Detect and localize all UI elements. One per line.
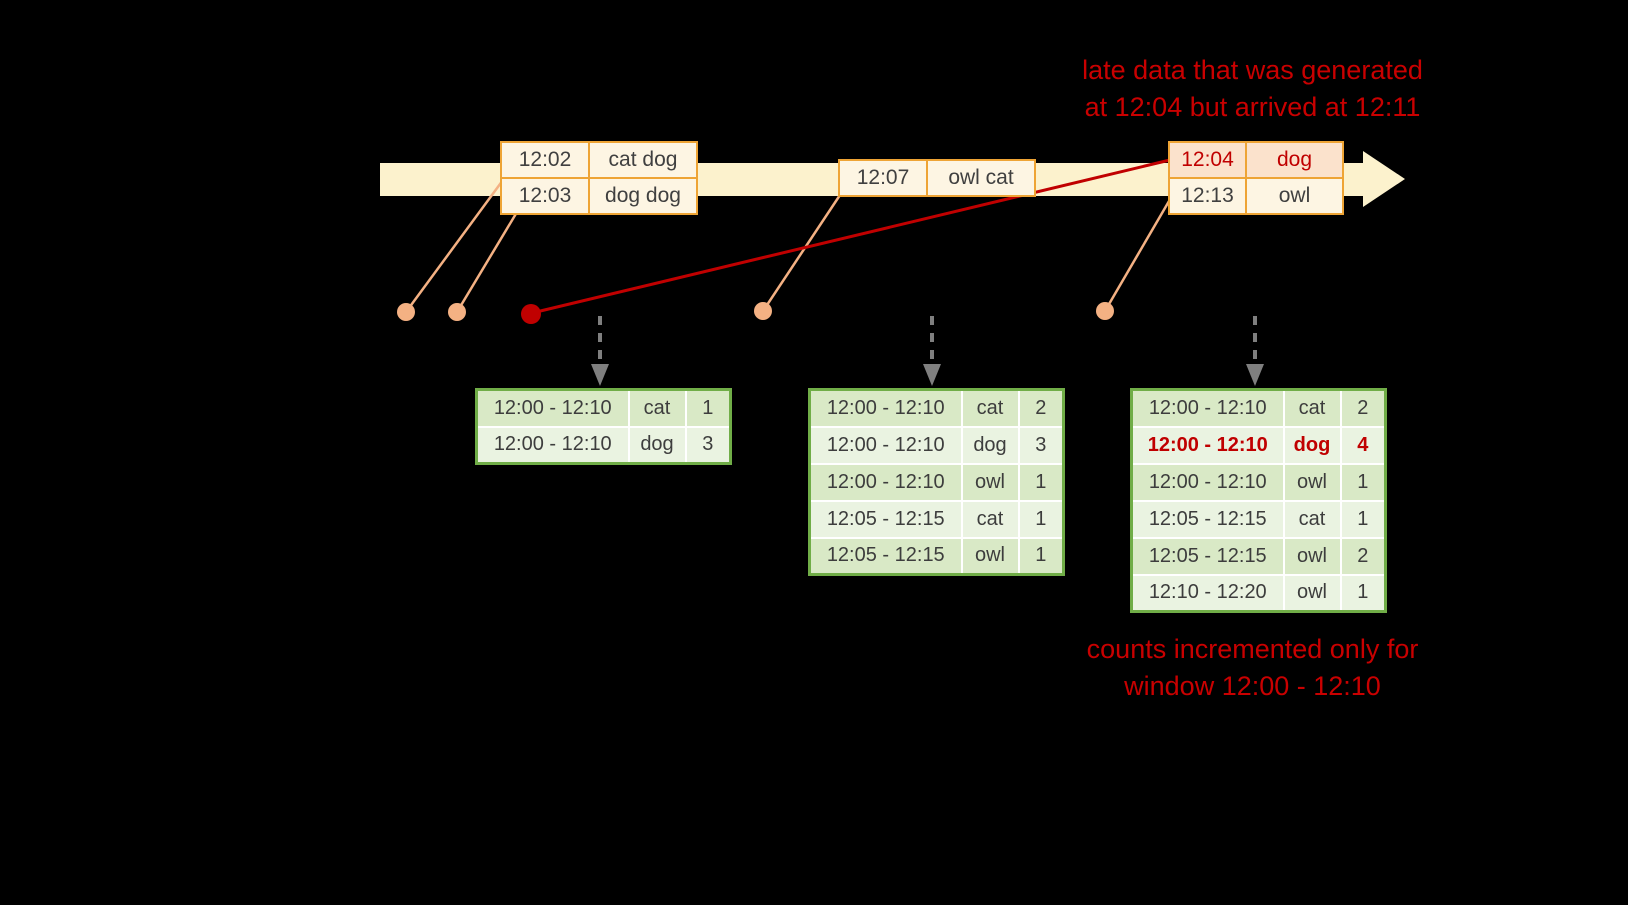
event-dot — [397, 303, 415, 321]
result-table-1: 12:00 - 12:10 cat 1 12:00 - 12:10 dog 3 — [475, 388, 732, 465]
event-connector-line — [761, 194, 842, 312]
event-row: 12:03 dog dog — [500, 177, 698, 215]
word-cell: cat — [960, 499, 1020, 539]
count-cell: 1 — [1339, 573, 1387, 613]
count-cell: 1 — [1339, 462, 1387, 502]
count-cell: 2 — [1339, 388, 1387, 428]
word-cell: cat — [1282, 388, 1342, 428]
table-row: 12:00 - 12:10 owl 1 — [808, 462, 1065, 502]
window-cell: 12:05 - 12:15 — [1130, 536, 1285, 576]
table-row: 12:05 - 12:15 owl 2 — [1130, 536, 1387, 576]
late-data-note-line2: at 12:04 but arrived at 12:11 — [1084, 92, 1421, 123]
event-connector-line — [455, 211, 519, 313]
result-table-2: 12:00 - 12:10 cat 2 12:00 - 12:10 dog 3 … — [808, 388, 1065, 576]
window-cell: 12:05 - 12:15 — [808, 536, 963, 576]
event-words: cat dog — [588, 141, 698, 179]
count-cell: 3 — [684, 425, 732, 465]
event-time: 12:04 — [1168, 141, 1247, 179]
late-event-row: 12:04 dog — [1168, 141, 1344, 179]
table-row: 12:05 - 12:15 cat 1 — [1130, 499, 1387, 539]
event-dot — [448, 303, 466, 321]
table-row: 12:00 - 12:10 dog 3 — [475, 425, 732, 465]
count-cell: 1 — [1017, 499, 1065, 539]
table-row: 12:00 - 12:10 cat 1 — [475, 388, 732, 428]
window-cell: 12:00 - 12:10 — [475, 425, 630, 465]
count-cell: 2 — [1339, 536, 1387, 576]
count-cell: 1 — [1339, 499, 1387, 539]
word-cell: owl — [1282, 462, 1342, 502]
word-cell: dog — [960, 425, 1020, 465]
event-dot — [1096, 302, 1114, 320]
event-box-1207: 12:07 owl cat — [838, 159, 1036, 197]
counts-incremented-note: counts incremented only for window 12:00… — [1030, 631, 1475, 706]
count-cell: 1 — [1017, 536, 1065, 576]
event-words: dog — [1245, 141, 1344, 179]
table-row: 12:10 - 12:20 owl 1 — [1130, 573, 1387, 613]
word-cell: dog — [1282, 425, 1342, 465]
table-row: 12:00 - 12:10 dog 3 — [808, 425, 1065, 465]
event-connector-line — [1103, 195, 1174, 312]
event-words: dog dog — [588, 177, 698, 215]
late-data-note: late data that was generated at 12:04 bu… — [1030, 52, 1475, 127]
event-time: 12:13 — [1168, 177, 1247, 215]
timeline-arrow-head-icon — [1363, 151, 1405, 207]
word-cell: dog — [627, 425, 687, 465]
event-box-1204-1213: 12:04 dog 12:13 owl — [1168, 141, 1344, 215]
trigger-arrow-head-icon — [1246, 364, 1264, 386]
event-time: 12:02 — [500, 141, 590, 179]
count-cell: 2 — [1017, 388, 1065, 428]
count-cell: 1 — [1017, 462, 1065, 502]
result-table-3: 12:00 - 12:10 cat 2 12:00 - 12:10 dog 4 … — [1130, 388, 1387, 613]
window-cell: 12:00 - 12:10 — [1130, 425, 1285, 465]
window-cell: 12:10 - 12:20 — [1130, 573, 1285, 613]
window-cell: 12:00 - 12:10 — [808, 425, 963, 465]
table-row: 12:00 - 12:10 cat 2 — [1130, 388, 1387, 428]
event-row: 12:02 cat dog — [500, 141, 698, 179]
late-data-note-line1: late data that was generated — [1082, 55, 1423, 85]
window-cell: 12:00 - 12:10 — [475, 388, 630, 428]
table-row: 12:05 - 12:15 owl 1 — [808, 536, 1065, 576]
window-cell: 12:00 - 12:10 — [1130, 388, 1285, 428]
word-cell: owl — [1282, 536, 1342, 576]
word-cell: cat — [960, 388, 1020, 428]
count-cell: 1 — [684, 388, 732, 428]
late-event-dot — [521, 304, 541, 324]
word-cell: cat — [627, 388, 687, 428]
event-words: owl — [1245, 177, 1344, 215]
counts-note-line2: window 12:00 - 12:10 — [1124, 671, 1381, 702]
word-cell: owl — [960, 536, 1020, 576]
highlighted-table-row: 12:00 - 12:10 dog 4 — [1130, 425, 1387, 465]
window-cell: 12:05 - 12:15 — [808, 499, 963, 539]
event-row: 12:13 owl — [1168, 177, 1344, 215]
table-row: 12:05 - 12:15 cat 1 — [808, 499, 1065, 539]
trigger-arrow-head-icon — [591, 364, 609, 386]
window-cell: 12:00 - 12:10 — [1130, 462, 1285, 502]
event-row: 12:07 owl cat — [838, 159, 1036, 197]
count-cell: 4 — [1339, 425, 1387, 465]
event-box-1202-1203: 12:02 cat dog 12:03 dog dog — [500, 141, 698, 215]
event-connector-line — [404, 179, 505, 313]
event-time: 12:03 — [500, 177, 590, 215]
table-row: 12:00 - 12:10 owl 1 — [1130, 462, 1387, 502]
window-cell: 12:00 - 12:10 — [808, 388, 963, 428]
word-cell: owl — [960, 462, 1020, 502]
counts-note-line1: counts incremented only for — [1086, 634, 1419, 664]
window-cell: 12:05 - 12:15 — [1130, 499, 1285, 539]
event-words: owl cat — [926, 159, 1036, 197]
event-time: 12:07 — [838, 159, 928, 197]
word-cell: cat — [1282, 499, 1342, 539]
table-row: 12:00 - 12:10 cat 2 — [808, 388, 1065, 428]
event-dot — [754, 302, 772, 320]
word-cell: owl — [1282, 573, 1342, 613]
count-cell: 3 — [1017, 425, 1065, 465]
window-cell: 12:00 - 12:10 — [808, 462, 963, 502]
trigger-arrow-head-icon — [923, 364, 941, 386]
